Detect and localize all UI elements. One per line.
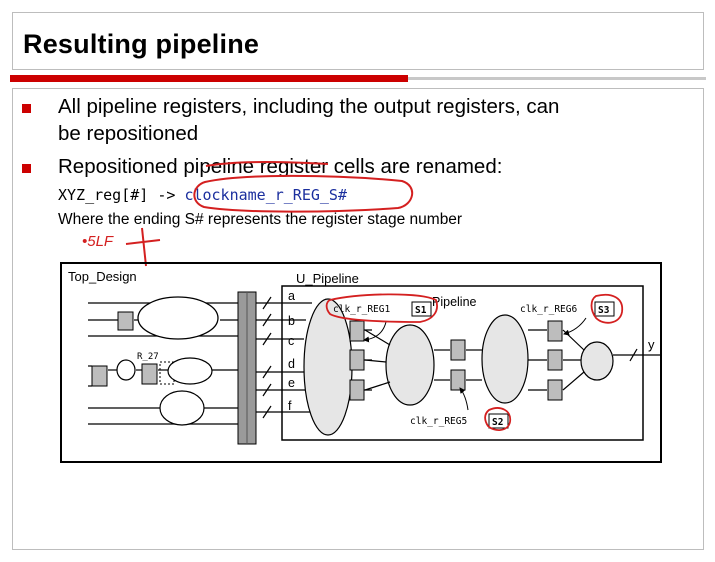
stage-box-s1: [411, 301, 432, 317]
handwritten-cross: [125, 227, 161, 267]
bus-slashes: [262, 296, 272, 419]
port-d: d: [288, 357, 295, 371]
where-text: Where the ending S# represents the regis…: [58, 211, 463, 228]
rename-prefix: XYZ_reg[#] ->: [58, 186, 185, 204]
left-registers: [91, 311, 175, 387]
stage-box-s3: [594, 301, 615, 317]
title-underline: [0, 72, 715, 88]
register-r27: [141, 363, 158, 385]
register-s2-b: [450, 369, 466, 391]
register-s3-a: [547, 320, 563, 342]
register-s3-b: [547, 349, 563, 371]
register-s3-c: [547, 379, 563, 401]
register-block: [91, 365, 108, 387]
bullet-1-line-1: All pipeline registers, including the ou…: [58, 95, 560, 118]
pipeline-cloud-2: [385, 324, 435, 406]
pointer-arrow-6: [563, 317, 587, 336]
port-a: a: [288, 289, 295, 303]
title-underline-grey: [408, 77, 706, 80]
strike-pipeline: [205, 161, 329, 167]
port-labels: a b c d e f: [288, 289, 295, 413]
pipeline-label: Pipeline: [432, 295, 477, 309]
title-underline-red: [10, 75, 408, 82]
bullet-2-line-1: Repositioned pipeline register cells are…: [58, 155, 503, 178]
rename-target: clockname_r_REG_S#: [184, 186, 347, 204]
r27-label: R_27: [137, 352, 159, 362]
output-slash: [629, 348, 638, 362]
reg-label-1: clk_r_REG1: [333, 304, 390, 315]
u-pipeline-label: U_Pipeline: [296, 271, 359, 286]
register-s1-c: [349, 379, 365, 401]
title-box: Resulting pipeline: [12, 12, 704, 70]
circle-s2: [484, 407, 512, 431]
register-s1-a: [349, 320, 365, 342]
logic-cloud-1: [137, 296, 219, 340]
circle-rename-target: [193, 174, 413, 213]
pointer-arrow-5: [459, 387, 469, 411]
stage-s3: S3: [598, 305, 610, 316]
logic-cloud-2: [167, 357, 213, 385]
pointer-arrow-1: [363, 321, 387, 343]
pipeline-cloud-1: [303, 298, 353, 436]
pipeline-cloud-3: [481, 314, 529, 404]
top-design-label: Top_Design: [68, 269, 137, 284]
port-c: c: [288, 334, 294, 348]
register-s2-a: [450, 339, 466, 361]
register-s1-b: [349, 349, 365, 371]
pipeline-cloud-4: [580, 341, 614, 381]
circle-reg1: [325, 293, 438, 323]
bullet-1-line-2: be repositioned: [58, 122, 199, 145]
output-y: y: [648, 337, 655, 352]
u-pipeline-box: [281, 285, 644, 441]
port-b: b: [288, 314, 295, 328]
reg-label-5: clk_r_REG5: [410, 416, 467, 427]
content-box: [12, 88, 704, 550]
stage-registers: [349, 320, 563, 401]
logic-cloud-3: [159, 390, 205, 426]
bullet-marker-2: [22, 164, 31, 173]
slide-title: Resulting pipeline: [23, 29, 260, 59]
port-wires: [256, 302, 312, 413]
handwritten-note: •5LF: [82, 233, 114, 250]
register-block: [117, 311, 134, 331]
top-design-box: [60, 262, 662, 463]
reg-label-6: clk_r_REG6: [520, 304, 577, 315]
circle-s3: [590, 293, 624, 324]
stage-box-s2: [488, 413, 509, 429]
port-e: e: [288, 376, 295, 390]
logic-gate-small: [116, 359, 136, 381]
rename-line: XYZ_reg[#] -> clockname_r_REG_S#: [58, 186, 347, 204]
stage-s2: S2: [492, 417, 503, 428]
port-f: f: [288, 399, 292, 413]
bullet-marker-1: [22, 104, 31, 113]
stage-s1: S1: [415, 305, 427, 316]
